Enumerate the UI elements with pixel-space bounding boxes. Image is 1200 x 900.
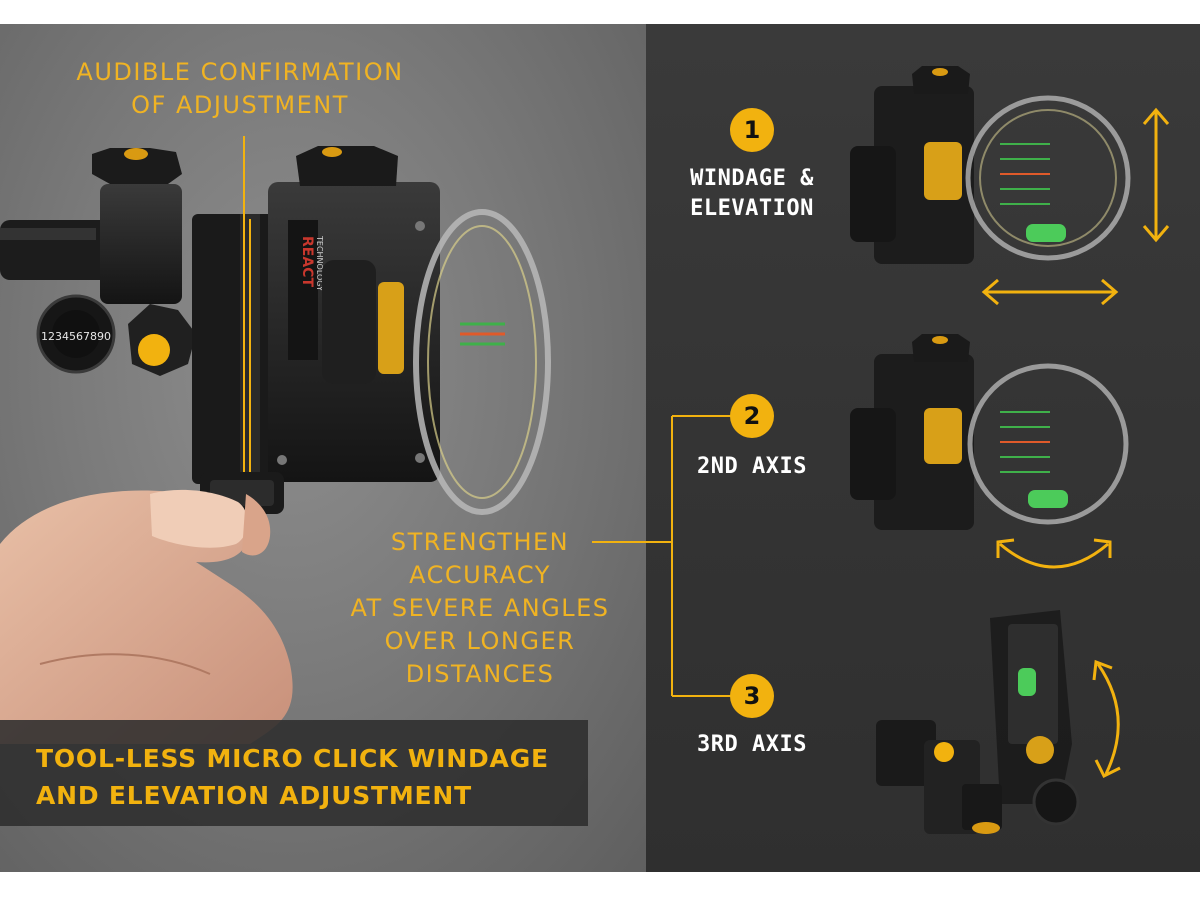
step-1-badge: 1 xyxy=(730,108,774,152)
windage-knob xyxy=(92,148,182,304)
axis-connector-bracket xyxy=(646,415,732,697)
banner-line: TOOL-LESS MICRO CLICK WINDAGE xyxy=(36,744,549,773)
step-label-line: 3RD AXIS xyxy=(697,732,807,757)
top-knob xyxy=(296,146,398,186)
banner-headline: TOOL-LESS MICRO CLICK WINDAGE AND ELEVAT… xyxy=(36,740,576,814)
callout-line: DISTANCES xyxy=(405,660,555,688)
sight-2-illustration xyxy=(850,334,1129,530)
mounting-bar xyxy=(0,220,110,280)
callout-line: OVER LONGER xyxy=(384,627,576,655)
sight-3-illustration xyxy=(876,610,1080,834)
curved-arrow-icon xyxy=(996,538,1112,569)
horizontal-arrow-icon xyxy=(981,278,1119,306)
callout-line: ACCURACY xyxy=(409,561,551,589)
main-sight-illustration: 1234567890 REACT TECHNOLOGY xyxy=(0,136,646,744)
step-2-badge: 2 xyxy=(730,394,774,438)
brand-react-text: REACT xyxy=(299,236,315,287)
sight-housing: REACT TECHNOLOGY xyxy=(268,182,440,482)
banner-background xyxy=(0,720,588,826)
step-2-label: 2ND AXIS xyxy=(672,452,832,482)
step-3-badge: 3 xyxy=(730,674,774,718)
bubble-level-icon xyxy=(1026,224,1066,242)
step-label-line: 2ND AXIS xyxy=(697,454,807,479)
callout-line: AT SEVERE ANGLES xyxy=(350,594,610,622)
step-3-label: 3RD AXIS xyxy=(672,730,832,760)
step-label-line: WINDAGE & xyxy=(690,166,814,191)
callout-line: STRENGTHEN xyxy=(390,528,570,556)
step-label-line: ELEVATION xyxy=(690,196,814,221)
curved-arrow-icon-3 xyxy=(1092,659,1121,779)
lock-knob xyxy=(128,304,196,376)
step-1-label: WINDAGE & ELEVATION xyxy=(672,164,832,224)
sight-1-illustration xyxy=(850,66,1131,264)
vertical-arrow-icon xyxy=(1142,107,1170,243)
axis-illustrations xyxy=(646,66,1170,834)
banner-line: AND ELEVATION ADJUSTMENT xyxy=(36,781,472,810)
sight-pin-icon xyxy=(1000,143,1050,205)
strengthen-accuracy-callout: STRENGTHEN ACCURACY AT SEVERE ANGLES OVE… xyxy=(330,526,630,691)
dial-digits: 1234567890 xyxy=(41,330,111,343)
hand xyxy=(0,489,293,744)
numbered-dial: 1234567890 xyxy=(36,294,116,374)
audible-confirmation-callout: AUDIBLE CONFIRMATION OF ADJUSTMENT xyxy=(60,56,420,122)
elk-logo-icon xyxy=(924,142,962,200)
sight-ring xyxy=(413,209,551,515)
brand-technology-text: TECHNOLOGY xyxy=(315,235,324,291)
infographic: 1234567890 REACT TECHNOLOGY xyxy=(0,24,1200,872)
callout-line: OF ADJUSTMENT xyxy=(131,91,349,119)
callout-line: AUDIBLE CONFIRMATION xyxy=(76,58,404,86)
